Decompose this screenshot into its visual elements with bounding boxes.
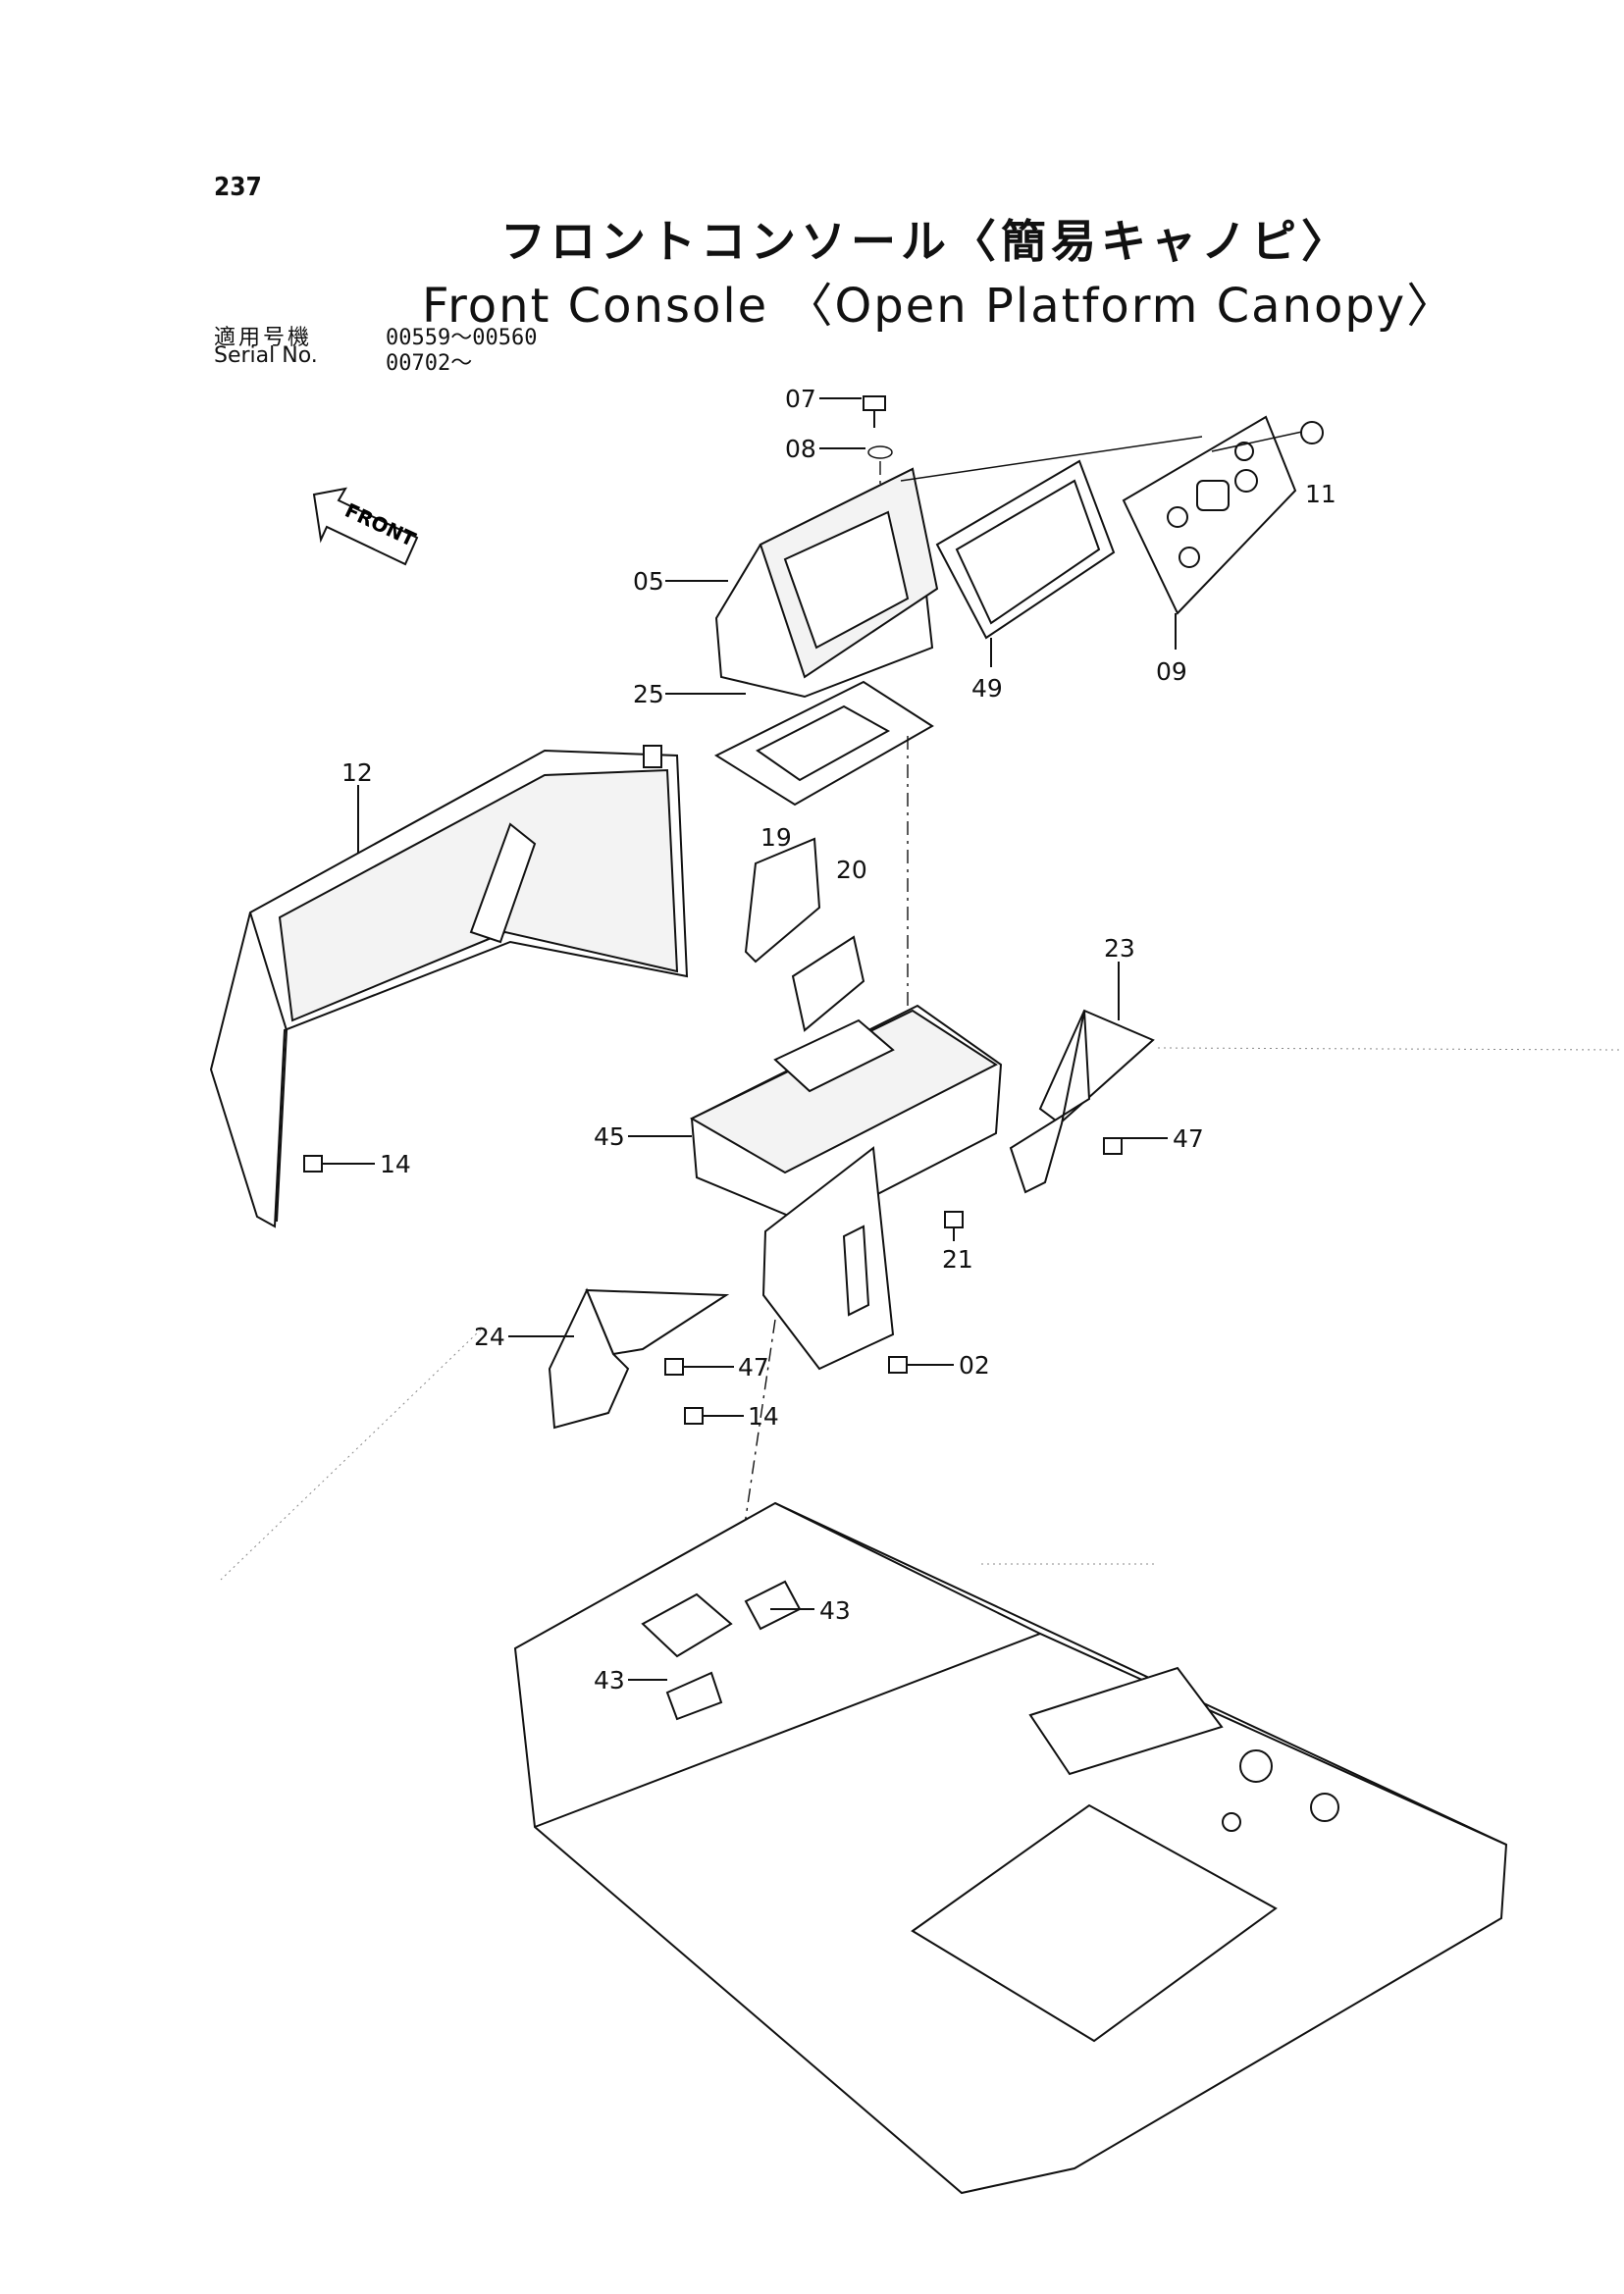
label-part-47-a: 47	[1173, 1124, 1204, 1153]
label-part-43-b: 43	[594, 1666, 625, 1694]
page-number: 237	[214, 173, 262, 202]
front-arrow-icon: FRONT	[312, 487, 420, 566]
part-24-bracket	[548, 1287, 730, 1430]
label-part-45: 45	[594, 1122, 625, 1151]
label-part-23: 23	[1104, 934, 1135, 963]
serial-range-1: 00559～00560	[386, 326, 538, 350]
label-part-08: 08	[785, 435, 816, 463]
part-12-side-panel	[209, 745, 689, 1228]
label-part-25: 25	[633, 680, 664, 708]
part-25-gasket	[713, 680, 934, 807]
part-20-plate	[791, 935, 865, 1032]
serial-label-japanese: 適用号機	[214, 326, 313, 350]
part-11-bolt	[1300, 421, 1324, 444]
serial-label-english: Serial No.	[214, 343, 318, 368]
part-08-washer	[867, 445, 893, 459]
title-english: Front Console 〈Open Platform Canopy〉	[422, 279, 1456, 334]
part-19-bracket	[744, 837, 821, 964]
label-part-12: 12	[341, 758, 373, 787]
label-part-02: 02	[959, 1351, 990, 1380]
label-part-14-b: 14	[748, 1402, 779, 1431]
label-part-09: 09	[1156, 657, 1187, 686]
part-05-console-head	[714, 467, 939, 699]
serial-range-2: 00702～	[386, 351, 473, 376]
part-labels: 07 08 11 05 49 09 25 12 19 20 23 45 47 1…	[322, 385, 1336, 1694]
front-arrow-label: FRONT	[341, 498, 420, 551]
label-part-14-a: 14	[380, 1150, 411, 1178]
floor-plate	[513, 1501, 1508, 2195]
label-part-11: 11	[1305, 480, 1336, 508]
label-part-49: 49	[971, 674, 1003, 703]
label-part-24: 24	[474, 1323, 505, 1351]
label-part-07: 07	[785, 385, 816, 413]
label-part-47-b: 47	[738, 1353, 769, 1382]
part-07-bolt	[863, 395, 886, 428]
label-part-21: 21	[942, 1245, 973, 1274]
part-23-bracket	[1009, 1009, 1155, 1194]
label-part-19: 19	[760, 823, 792, 852]
part-45-console-body	[689, 1004, 1003, 1371]
fasteners	[303, 1137, 1123, 1425]
label-part-43-a: 43	[819, 1596, 851, 1625]
part-09-plate	[1122, 415, 1297, 615]
label-part-05: 05	[633, 567, 664, 596]
title-japanese: フロントコンソール〈簡易キャノピ〉	[500, 215, 1351, 268]
label-part-20: 20	[836, 856, 867, 884]
part-49-bezel	[935, 459, 1116, 640]
